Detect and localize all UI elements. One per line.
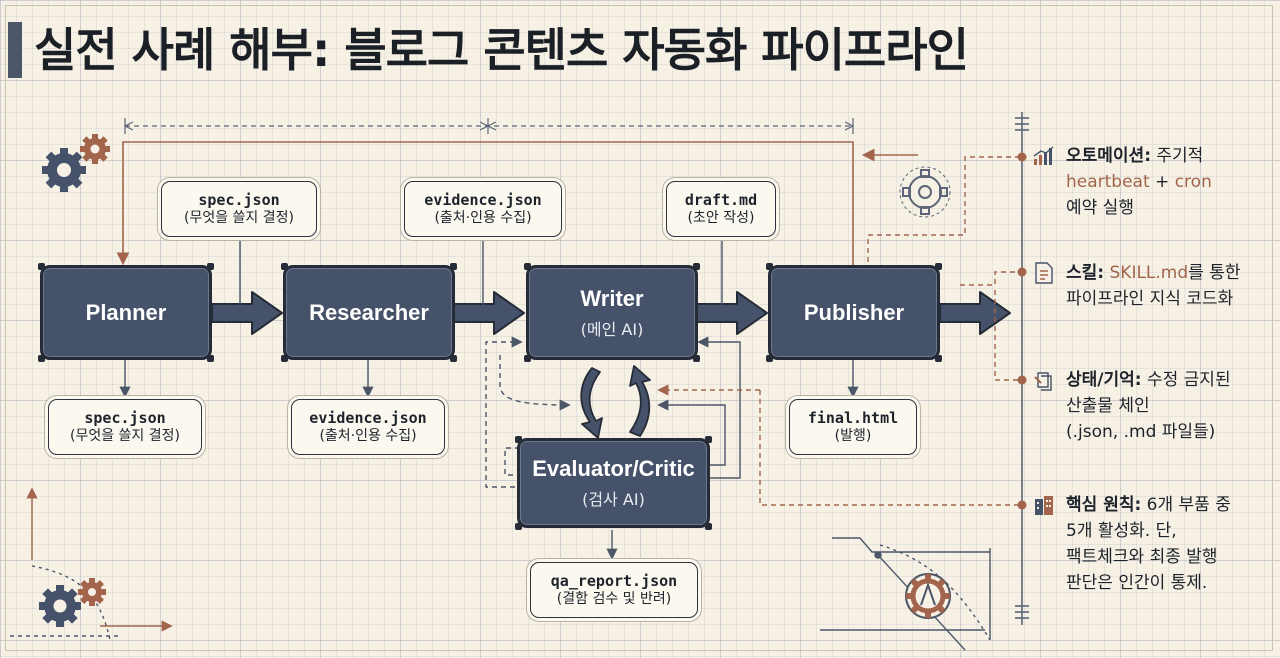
side-accent: cron — [1174, 172, 1212, 192]
file-card-qa-report[interactable]: qa_report.json (결함 검수 및 반려) — [530, 562, 698, 618]
feedback-loop-line — [116, 141, 854, 266]
gear-icon — [78, 578, 106, 606]
side-text: 수정 금지된 — [1141, 370, 1231, 390]
side-label: 스킬: — [1066, 263, 1105, 283]
file-card-draft[interactable]: draft.md (초안 작성) — [666, 181, 776, 237]
file-name: evidence.json — [424, 190, 542, 209]
flow-arrow-planner-researcher — [211, 291, 283, 335]
file-desc: (초안 작성) — [687, 209, 755, 226]
file-card-evidence-bottom[interactable]: evidence.json (출처·인용 수집) — [291, 399, 445, 455]
side-text: 5개 활성화. 단, — [1066, 521, 1177, 541]
loop-right-outer — [697, 336, 741, 479]
publisher-node[interactable]: Publisher — [766, 263, 942, 362]
gear-icon — [80, 134, 110, 164]
side-accent: SKILL.md — [1109, 263, 1189, 283]
researcher-node[interactable]: Researcher — [281, 263, 457, 362]
researcher-label: Researcher — [309, 299, 429, 325]
evaluator-sublabel: (검사 AI) — [582, 490, 645, 509]
leader-state — [994, 290, 1020, 381]
corner-decoration-right — [820, 537, 991, 651]
writer-sublabel: (메인 AI) — [580, 319, 644, 339]
corner-decoration-left — [10, 487, 173, 641]
gear-icon — [39, 585, 81, 627]
side-timeline — [1015, 112, 1029, 625]
side-text: (.json, .md 파일들) — [1066, 422, 1216, 442]
file-card-evidence-top[interactable]: evidence.json (출처·인용 수집) — [404, 181, 562, 237]
side-text: 판단은 인간이 통제. — [1066, 573, 1208, 593]
side-accent: heartbeat — [1066, 172, 1150, 192]
side-label: 오토메이션: — [1066, 146, 1151, 166]
dashed-loop-left-outer — [485, 336, 523, 488]
planner-label: Planner — [85, 299, 167, 325]
evaluator-node[interactable]: Evaluator/Critic (검사 AI) — [515, 436, 712, 530]
chart-icon — [1033, 146, 1054, 165]
side-item-automation: 오토메이션: 주기적 heartbeat + cron 예약 실행 — [1033, 143, 1268, 221]
side-label: 핵심 원칙: — [1066, 495, 1142, 515]
side-text: 파이프라인 지식 코드화 — [1066, 289, 1234, 309]
leader-skill — [960, 271, 1020, 286]
flow-arrow-writer-publisher — [696, 291, 768, 335]
curve-arrow-up — [629, 365, 651, 437]
side-item-state: 상태/기억: 수정 금지된 산출물 체인 (.json, .md 파일들) — [1034, 367, 1268, 445]
side-item-skill: 스킬: SKILL.md를 통한 파이프라인 지식 코드화 — [1035, 260, 1268, 312]
file-desc: (출처·인용 수집) — [319, 427, 417, 444]
side-text: 예약 실행 — [1066, 198, 1134, 218]
file-name: spec.json — [84, 408, 166, 427]
file-card-spec-top[interactable]: spec.json (무엇을 쓸지 결정) — [161, 181, 317, 237]
writer-label: Writer — [580, 285, 644, 311]
document-icon — [1035, 262, 1053, 284]
building-icon — [1035, 496, 1053, 515]
flow-arrow-publisher-out — [939, 291, 1011, 335]
side-label: 상태/기억: — [1066, 370, 1142, 390]
file-name: draft.md — [684, 190, 758, 209]
planner-node[interactable]: Planner — [38, 263, 214, 362]
side-text: 팩트체크와 최종 발행 — [1066, 547, 1218, 567]
file-desc: (무엇을 쓸지 결정) — [184, 209, 294, 226]
leader-automation — [867, 156, 1020, 262]
dashed-loop-left-inner — [499, 355, 571, 411]
writer-node[interactable]: Writer (메인 AI) — [524, 263, 700, 362]
file-card-final[interactable]: final.html (발행) — [789, 399, 917, 455]
flow-arrow-researcher-writer — [453, 291, 525, 335]
publisher-label: Publisher — [803, 299, 905, 325]
file-name: qa_report.json — [550, 571, 678, 590]
evaluator-label: Evaluator/Critic — [532, 456, 695, 481]
side-text: 산출물 체인 — [1066, 396, 1150, 416]
side-text: 6개 부품 중 — [1141, 495, 1231, 515]
leader-principle — [759, 390, 1020, 506]
file-desc: (발행) — [834, 427, 872, 444]
file-card-spec-bottom[interactable]: spec.json (무엇을 쓸지 결정) — [48, 399, 202, 455]
compass-gear-icon — [905, 573, 951, 619]
dashed-loop-left-return — [504, 447, 520, 476]
file-name: final.html — [807, 408, 899, 427]
curve-arrow-down — [580, 367, 603, 439]
gear-icon — [899, 166, 951, 218]
stack-icon — [1034, 372, 1052, 391]
file-desc: (결함 검수 및 반려) — [556, 590, 672, 607]
file-desc: (출처·인용 수집) — [434, 209, 532, 226]
dimension-line-top — [123, 118, 855, 134]
side-text: + — [1149, 172, 1175, 192]
gear-icon — [42, 148, 86, 192]
file-name: evidence.json — [309, 408, 427, 427]
file-name: spec.json — [198, 190, 280, 209]
file-desc: (무엇을 쓸지 결정) — [70, 427, 180, 444]
side-item-principle: 핵심 원칙: 6개 부품 중 5개 활성화. 단, 팩트체크와 최종 발행 판단… — [1035, 492, 1268, 596]
side-text: 를 통한 — [1188, 263, 1241, 283]
loop-right-inner — [657, 399, 726, 466]
page-title: 실전 사례 해부: 블로그 콘텐츠 자동화 파이프라인 — [34, 23, 969, 77]
side-text: 주기적 — [1151, 146, 1204, 166]
title-accent-bar — [8, 22, 22, 78]
